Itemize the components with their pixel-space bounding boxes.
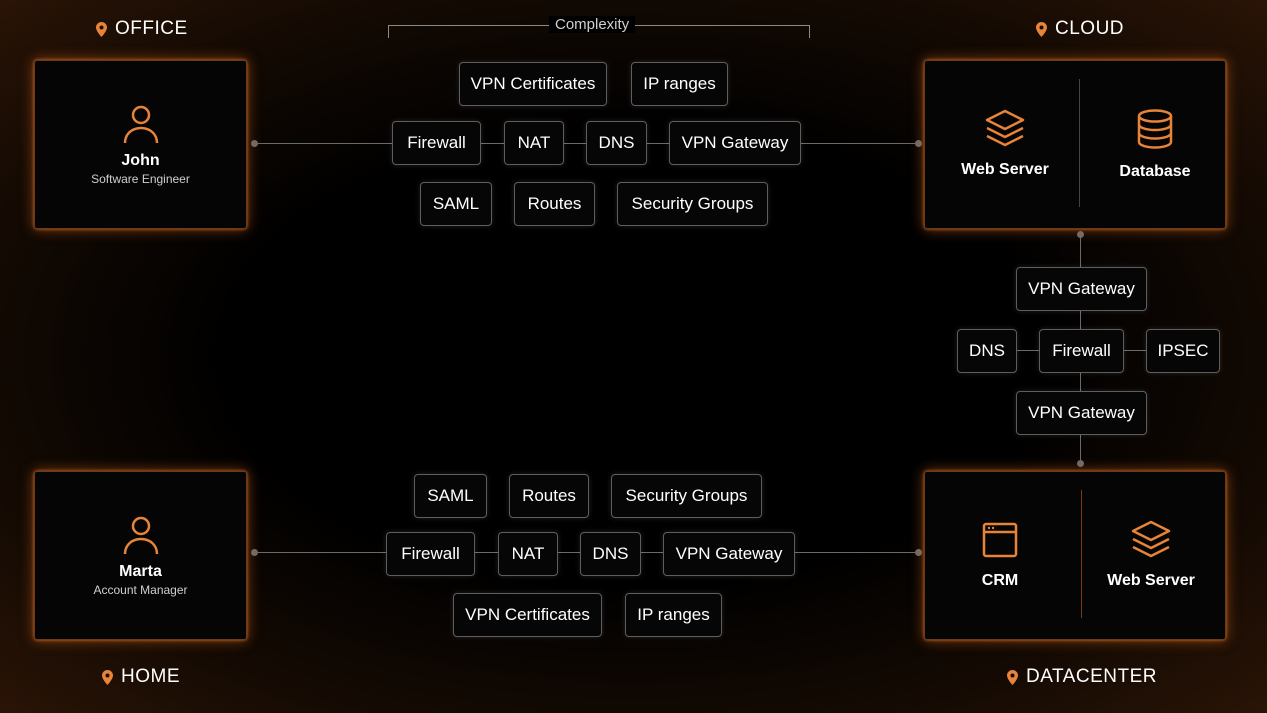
location-label: HOME — [121, 666, 180, 687]
pill-vpn-gateway[interactable]: VPN Gateway — [663, 532, 795, 576]
service-label: Database — [1119, 163, 1191, 180]
location-label: DATACENTER — [1026, 666, 1157, 687]
database-icon — [1137, 109, 1173, 149]
service-label: Web Server — [961, 161, 1049, 178]
pill-ipsec[interactable]: IPSEC — [1146, 329, 1220, 373]
location-cloud: CLOUD — [1036, 18, 1124, 40]
pill-security-groups[interactable]: Security Groups — [617, 182, 768, 226]
arrow-end-icon — [1077, 460, 1084, 467]
arrow-end-icon — [251, 140, 258, 147]
arrow-end-icon — [1077, 231, 1084, 238]
location-pin-icon — [1036, 21, 1047, 37]
user-name: John — [121, 151, 160, 169]
pill-vpn-certificates[interactable]: VPN Certificates — [453, 593, 602, 637]
pill-nat[interactable]: NAT — [504, 121, 564, 165]
complexity-label: Complexity — [549, 16, 636, 33]
browser-window-icon — [982, 522, 1018, 558]
pill-firewall[interactable]: Firewall — [1039, 329, 1124, 373]
location-pin-icon — [1007, 669, 1018, 685]
service-label: Web Server — [1107, 572, 1195, 589]
pill-ip-ranges[interactable]: IP ranges — [625, 593, 722, 637]
pill-vpn-gateway[interactable]: VPN Gateway — [1016, 391, 1147, 435]
location-pin-icon — [102, 669, 113, 685]
cloud-web-server[interactable]: Web Server — [945, 109, 1065, 179]
arrow-end-icon — [251, 549, 258, 556]
cloud-card[interactable]: Web Server Database — [924, 60, 1226, 229]
user-name: Marta — [119, 562, 162, 580]
location-pin-icon — [96, 21, 107, 37]
pill-saml[interactable]: SAML — [420, 182, 492, 226]
location-datacenter: DATACENTER — [1007, 666, 1157, 688]
card-divider — [1081, 490, 1082, 618]
pill-security-groups[interactable]: Security Groups — [611, 474, 762, 518]
pill-dns[interactable]: DNS — [586, 121, 647, 165]
arrow-end-icon — [915, 549, 922, 556]
datacenter-card[interactable]: CRM Web Server — [924, 471, 1226, 640]
datacenter-web-server[interactable]: Web Server — [1091, 520, 1211, 590]
office-user-card[interactable]: John Software Engineer — [34, 60, 247, 229]
pill-saml[interactable]: SAML — [414, 474, 487, 518]
location-label: CLOUD — [1055, 18, 1125, 39]
layers-icon — [985, 109, 1025, 147]
pill-dns[interactable]: DNS — [580, 532, 641, 576]
pill-routes[interactable]: Routes — [509, 474, 589, 518]
cloud-database[interactable]: Database — [1095, 109, 1215, 181]
card-divider — [1079, 79, 1080, 207]
location-label: OFFICE — [115, 18, 188, 39]
arrow-end-icon — [915, 140, 922, 147]
pill-vpn-certificates[interactable]: VPN Certificates — [459, 62, 607, 106]
home-user-card[interactable]: Marta Account Manager — [34, 471, 247, 640]
pill-firewall[interactable]: Firewall — [392, 121, 481, 165]
user-icon — [123, 516, 158, 554]
pill-ip-ranges[interactable]: IP ranges — [631, 62, 728, 106]
user-icon — [123, 105, 158, 143]
service-label: CRM — [981, 572, 1019, 589]
location-home: HOME — [102, 666, 180, 688]
pill-routes[interactable]: Routes — [514, 182, 595, 226]
user-role: Software Engineer — [91, 171, 190, 186]
user-role: Account Manager — [93, 582, 188, 597]
pill-vpn-gateway[interactable]: VPN Gateway — [669, 121, 801, 165]
layers-icon — [1131, 520, 1171, 558]
datacenter-crm[interactable]: CRM — [940, 522, 1060, 590]
pill-firewall[interactable]: Firewall — [386, 532, 475, 576]
location-office: OFFICE — [96, 18, 188, 40]
pill-dns[interactable]: DNS — [957, 329, 1017, 373]
pill-vpn-gateway[interactable]: VPN Gateway — [1016, 267, 1147, 311]
pill-nat[interactable]: NAT — [498, 532, 558, 576]
